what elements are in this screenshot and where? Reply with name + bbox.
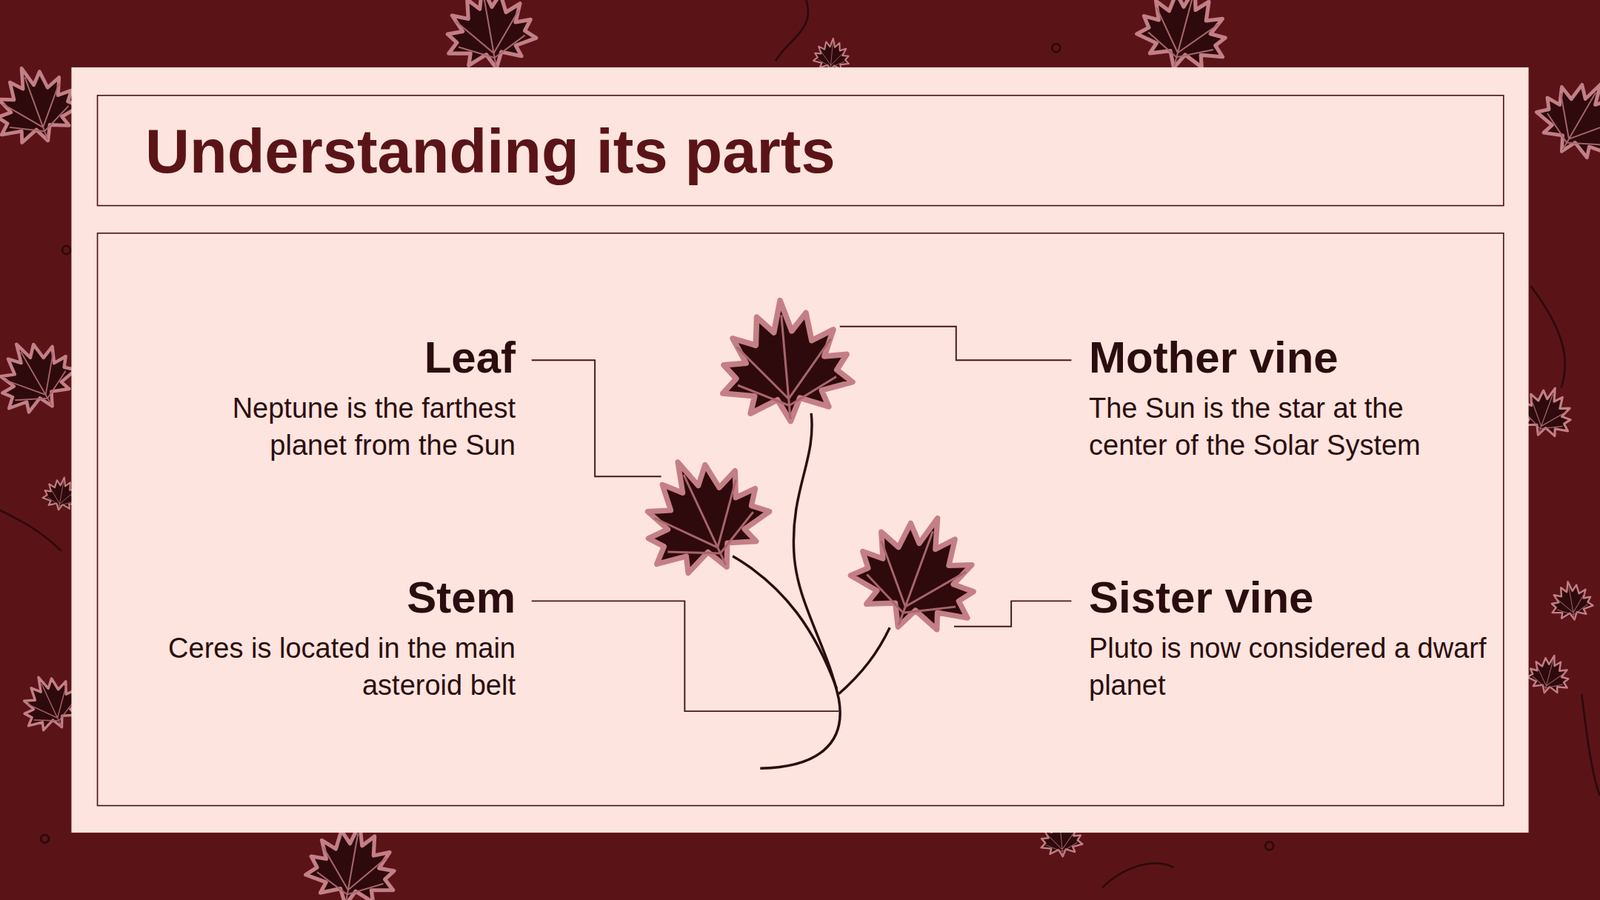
- part-name: Mother vine: [1088, 331, 1339, 383]
- slide-title: Understanding its parts: [145, 116, 836, 187]
- part-name: Leaf: [424, 331, 516, 383]
- part-description: Pluto is now considered a dwarf planet: [1088, 629, 1489, 704]
- part-name: Sister vine: [1088, 571, 1315, 623]
- vine-illustration: [621, 294, 997, 769]
- leader-lines: [531, 326, 1072, 712]
- part-name: Stem: [406, 571, 516, 623]
- part-description: Ceres is located in the main asteroid be…: [152, 629, 516, 704]
- content-frame: [97, 233, 1504, 806]
- part-description: The Sun is the star at the center of the…: [1088, 389, 1489, 464]
- title-frame: [97, 95, 1504, 206]
- part-description: Neptune is the farthest planet from the …: [152, 389, 516, 464]
- slide-card: [71, 67, 1529, 833]
